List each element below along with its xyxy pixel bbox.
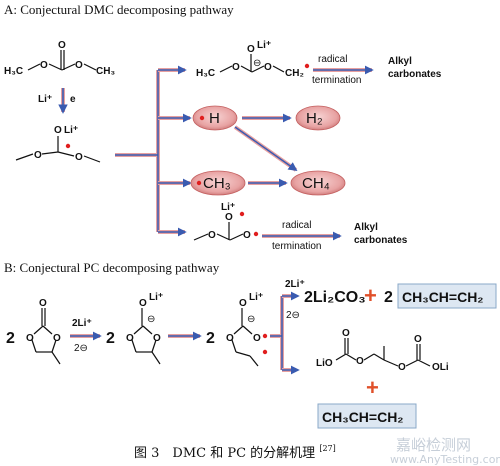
oval-h2: H₂ [295, 105, 341, 131]
bot-li: Li⁺ [221, 202, 235, 213]
pc-intermediate-2 [231, 308, 259, 367]
top-h3c: H₃C [196, 68, 215, 79]
figure-caption-text: 图 3 DMC 和 PC 的分解机理 [134, 445, 315, 461]
radical-dot [196, 180, 202, 186]
radical-termination-2-top: radical [282, 220, 311, 231]
pc3-o-top: O [239, 298, 247, 309]
alkyl-carbonates-1-line1: Alkyl [388, 56, 412, 67]
plus-sign-1: + [364, 283, 377, 308]
dmc-radical-anion: O Li⁺ O O [15, 125, 101, 163]
dmc-o-right: O [75, 60, 83, 71]
pc3-o-right: O [253, 333, 261, 344]
pc-step3-li: 2Li⁺ [285, 279, 305, 290]
pc-coef-2: 2 [106, 330, 115, 347]
dicarb-o3: O [398, 362, 406, 373]
dmc-h3c: H₃C [4, 66, 23, 77]
dmc-ch3: CH₃ [96, 66, 115, 77]
dicarb-o1: O [342, 328, 350, 339]
bot-o-top: O [225, 212, 233, 223]
oval-ch3-label: CH₃ [203, 175, 231, 192]
dmc-bottom-product: O O Li⁺ O [193, 202, 259, 241]
dmc-reagent-li: Li⁺ [38, 94, 52, 105]
arrow-h-to-ch4 [234, 126, 298, 172]
pc3-minus: ⊖ [247, 314, 255, 325]
alkyl-carbonates-2-line2: carbonates [354, 235, 408, 246]
radical-dot [199, 115, 205, 121]
dmc-o-left: O [40, 60, 48, 71]
radical-dot [262, 333, 268, 339]
branch-tree [115, 65, 192, 237]
dicarb-o2: O [356, 356, 364, 367]
figure-caption: 图 3 DMC 和 PC 的分解机理 [27] [134, 444, 336, 461]
dmc-o-top: O [58, 40, 66, 51]
oval-ch3: CH₃ [190, 170, 246, 196]
oval-h2-label: H₂ [306, 110, 323, 127]
radical-termination-2-bottom: termination [272, 241, 321, 252]
pc-step1-e: 2⊖ [74, 343, 88, 354]
pc-step1-li: 2Li⁺ [72, 318, 92, 329]
pc-lio: LiO [316, 358, 333, 369]
dicarb-o4: O [414, 334, 422, 345]
radical-dot [253, 231, 259, 237]
watermark-cn: 嘉峪检测网 [396, 436, 471, 454]
pc2-o-right: O [153, 333, 161, 344]
pc2-o-top: O [139, 298, 147, 309]
propene-box-1 [397, 283, 497, 309]
section-b-title: B: Conjectural PC decomposing pathway [4, 260, 220, 275]
top-minus: ⊖ [253, 58, 261, 69]
oval-h-label: H [209, 110, 220, 127]
top-o-top: O [247, 44, 255, 55]
dmc-reagent-e: e [70, 94, 76, 105]
pc-coef-1: 2 [6, 330, 15, 347]
pc-coef-3: 2 [206, 330, 215, 347]
oval-h: H [192, 105, 238, 131]
pc-intermediate-1 [131, 308, 161, 365]
dmc-rad-o-right: O [75, 152, 83, 163]
top-o-right: O [264, 62, 272, 73]
oval-ch4-label: CH₄ [302, 175, 330, 192]
pc-molecule [31, 308, 61, 365]
alkyl-carbonates-2-line1: Alkyl [354, 222, 378, 233]
section-a-title: A: Conjectural DMC decomposing pathway [4, 2, 234, 17]
top-o-left: O [232, 62, 240, 73]
radical-termination-1-bottom: termination [312, 75, 361, 86]
plus-sign-2: + [366, 375, 379, 400]
top-ch2: CH₂ [285, 68, 304, 79]
lithium-dicarbonate [335, 338, 431, 367]
dmc-rad-o-top: O [54, 125, 62, 136]
oval-ch4: CH₄ [290, 170, 346, 196]
pc1-o-top: O [39, 298, 47, 309]
radical-dot [239, 211, 245, 217]
pc-propene-2: CH₃CH=CH₂ [322, 409, 404, 425]
pc-oli: OLi [432, 362, 449, 373]
dmc-rad-o-left: O [34, 150, 42, 161]
dmc-top-product: H₃C O O Li⁺ ⊖ O CH₂ [196, 40, 310, 79]
radical-dot [304, 63, 310, 69]
radical-dot [65, 143, 71, 149]
radical-termination-1-top: radical [318, 54, 347, 65]
pc-propene-1: CH₃CH=CH₂ [402, 289, 484, 305]
pc3-o-left: O [226, 333, 234, 344]
alkyl-carbonates-1-line2: carbonates [388, 69, 442, 80]
pc2-minus: ⊖ [147, 314, 155, 325]
pc1-o-right: O [53, 333, 61, 344]
top-li: Li⁺ [257, 40, 271, 51]
pc1-o-left: O [26, 333, 34, 344]
pc3-li: Li⁺ [249, 292, 263, 303]
watermark-url: www.AnyTesting.com [390, 453, 500, 466]
bot-o-right: O [243, 230, 251, 241]
pc-step3-e: 2⊖ [286, 310, 300, 321]
figure-caption-ref: [27] [319, 444, 335, 453]
pc2-li: Li⁺ [149, 292, 163, 303]
pc-product-li2co3: 2Li₂CO₃ [304, 289, 366, 306]
bot-o-left: O [208, 230, 216, 241]
dmc-rad-li: Li⁺ [64, 125, 78, 136]
dmc-molecule: H₃C O O O CH₃ [4, 40, 115, 77]
pc-propene-coef: 2 [384, 289, 393, 306]
radical-dot [262, 349, 268, 355]
pc2-o-left: O [126, 333, 134, 344]
propene-box-2 [317, 403, 417, 429]
